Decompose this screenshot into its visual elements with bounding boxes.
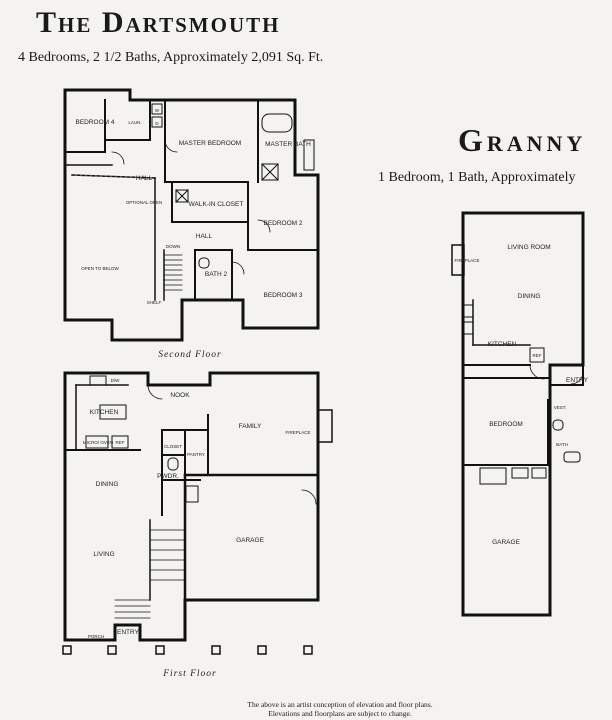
first-floor-plan xyxy=(62,371,333,655)
room-master-bedroom: MASTER BEDROOM xyxy=(179,140,241,147)
room-family: FAMILY xyxy=(239,423,262,430)
room-bedroom-2: BEDROOM 2 xyxy=(263,220,302,227)
room-hall-upper: HALL xyxy=(136,175,153,182)
room-powder: PWDR. xyxy=(157,473,179,480)
room-bedroom-4: BEDROOM 4 xyxy=(75,119,114,126)
room-hall-lower: HALL xyxy=(196,233,213,240)
room-walk-in-closet: WALK-IN CLOSET xyxy=(189,201,244,208)
micro-oven-label: MICRO/ OVEN xyxy=(83,440,113,445)
open-to-below-label: OPEN TO BELOW xyxy=(81,266,119,271)
optional-open-label: OPTIONAL OPEN xyxy=(126,200,163,205)
room-closet: CLOSET xyxy=(164,444,182,449)
granny-room-garage: GARAGE xyxy=(492,539,520,546)
granny-floor-plan xyxy=(451,211,585,617)
room-kitchen: KITCHEN xyxy=(90,409,119,416)
granny-room-vest: VEST. xyxy=(554,405,567,410)
granny-title: Granny xyxy=(458,122,587,158)
fireplace-label: FIREPLACE xyxy=(285,430,310,435)
room-nook: NOOK xyxy=(170,392,190,399)
stair-down-label: DOWN xyxy=(166,244,180,249)
dryer-label: D xyxy=(155,121,159,126)
room-master-bath: MASTER BATH xyxy=(265,141,311,148)
granny-fireplace-label: FIREPLACE xyxy=(454,258,479,263)
second-floor-caption: Second Floor xyxy=(158,350,221,360)
granny-room-dining: DINING xyxy=(518,293,541,300)
granny-room-living: LIVING ROOM xyxy=(507,244,550,251)
granny-subtitle: 1 Bedroom, 1 Bath, Approximately xyxy=(378,170,576,185)
disclaimer-line-1: The above is an artist conception of ele… xyxy=(247,700,433,709)
room-entry: ENTRY xyxy=(117,629,140,636)
plan-subtitle: 4 Bedrooms, 2 1/2 Baths, Approximately 2… xyxy=(18,50,324,65)
disclaimer-line-2: Elevations and floorplans are subject to… xyxy=(268,709,412,718)
first-floor-caption: First Floor xyxy=(162,669,217,679)
granny-room-entry: ENTRY xyxy=(566,377,589,384)
refrigerator-label: REF xyxy=(116,440,125,445)
disclaimer: The above is an artist conception of ele… xyxy=(200,700,480,718)
second-floor-plan xyxy=(63,88,320,342)
room-garage: GARAGE xyxy=(236,537,264,544)
shelf-label: SHELF xyxy=(147,300,162,305)
granny-ref-label: REF xyxy=(533,353,542,358)
dishwasher-label: D/W xyxy=(111,378,121,383)
porch-label: PORCH xyxy=(88,634,104,639)
room-dining: DINING xyxy=(96,481,119,488)
granny-room-bath: BATH xyxy=(556,442,568,447)
granny-room-kitchen: KITCHEN xyxy=(488,341,517,348)
plan-title: The Dartsmouth xyxy=(36,6,281,39)
room-living: LIVING xyxy=(93,551,114,558)
granny-room-bedroom: BEDROOM xyxy=(489,421,523,428)
washer-label: W xyxy=(155,108,160,113)
room-bedroom-3: BEDROOM 3 xyxy=(263,292,302,299)
room-bath-2: BATH 2 xyxy=(205,271,228,278)
room-laundry: LAUN. xyxy=(128,120,141,125)
room-pantry: PANTRY xyxy=(187,452,205,457)
